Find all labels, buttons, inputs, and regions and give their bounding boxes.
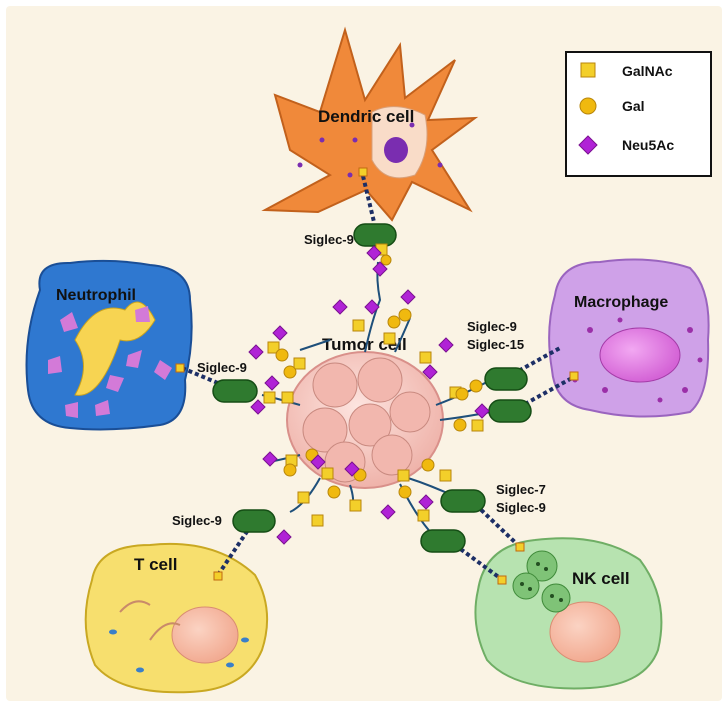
siglec-macrophage-1 (484, 367, 528, 391)
siglec-labels: Siglec-9 Siglec-9 Siglec-9 Siglec-15 Sig… (172, 232, 546, 528)
siglec-neutrophil (212, 379, 258, 403)
nk-cell-nucleus (549, 601, 621, 663)
gal-residues (275, 254, 483, 499)
galnac-residues (263, 243, 484, 527)
siglec-label-dendritic: Siglec-9 (304, 232, 354, 247)
neutrophil-nucleus (74, 301, 156, 396)
legend-label-neu5ac: Neu5Ac (622, 137, 674, 153)
macrophage-label: Macrophage (574, 294, 668, 311)
legend-label-gal: Gal (622, 98, 645, 114)
dendritic-cell-body (261, 26, 479, 222)
siglec-receptors (212, 223, 532, 553)
siglec-label-neutrophil: Siglec-9 (197, 360, 247, 375)
siglec-nk-1 (440, 489, 486, 513)
t-cell: T cell (84, 542, 269, 694)
macrophage-nucleus (599, 327, 681, 383)
membrane-anchors (175, 167, 579, 585)
siglec-dendritic (353, 223, 397, 247)
siglec-label-tcell: Siglec-9 (172, 513, 222, 528)
nk-cell: NK cell (474, 537, 663, 690)
t-cell-nucleus (171, 606, 239, 664)
macrophage-cell: Macrophage (548, 258, 710, 418)
neu5ac-diamond-icon (578, 135, 598, 155)
dendritic-cell-label: Dendric cell (318, 107, 414, 126)
legend-label-galnac: GalNAc (622, 63, 673, 79)
dendritic-cell: Dendric cell (261, 26, 479, 222)
dendritic-nucleus (384, 137, 408, 163)
siglec-label-nk-2: Siglec-9 (496, 500, 546, 515)
t-cell-label: T cell (134, 555, 177, 574)
siglec-label-macrophage-1: Siglec-9 (467, 319, 517, 334)
neu5ac-residues (248, 245, 490, 545)
siglec-macrophage-2 (488, 399, 532, 423)
siglec-tcell (232, 509, 276, 533)
gal-circle-icon (579, 97, 597, 115)
siglec-label-nk-1: Siglec-7 (496, 482, 546, 497)
receptor-stalks (181, 175, 573, 580)
legend: GalNAc Gal Neu5Ac (565, 51, 712, 177)
nk-cell-label: NK cell (572, 569, 630, 588)
siglec-nk-2 (420, 529, 466, 553)
galnac-square-icon (580, 62, 596, 78)
neutrophil-cell: Neutrophil (25, 259, 193, 431)
siglec-label-macrophage-2: Siglec-15 (467, 337, 524, 352)
neutrophil-label: Neutrophil (56, 287, 136, 304)
tumor-cell: Tumor cell (286, 335, 444, 489)
